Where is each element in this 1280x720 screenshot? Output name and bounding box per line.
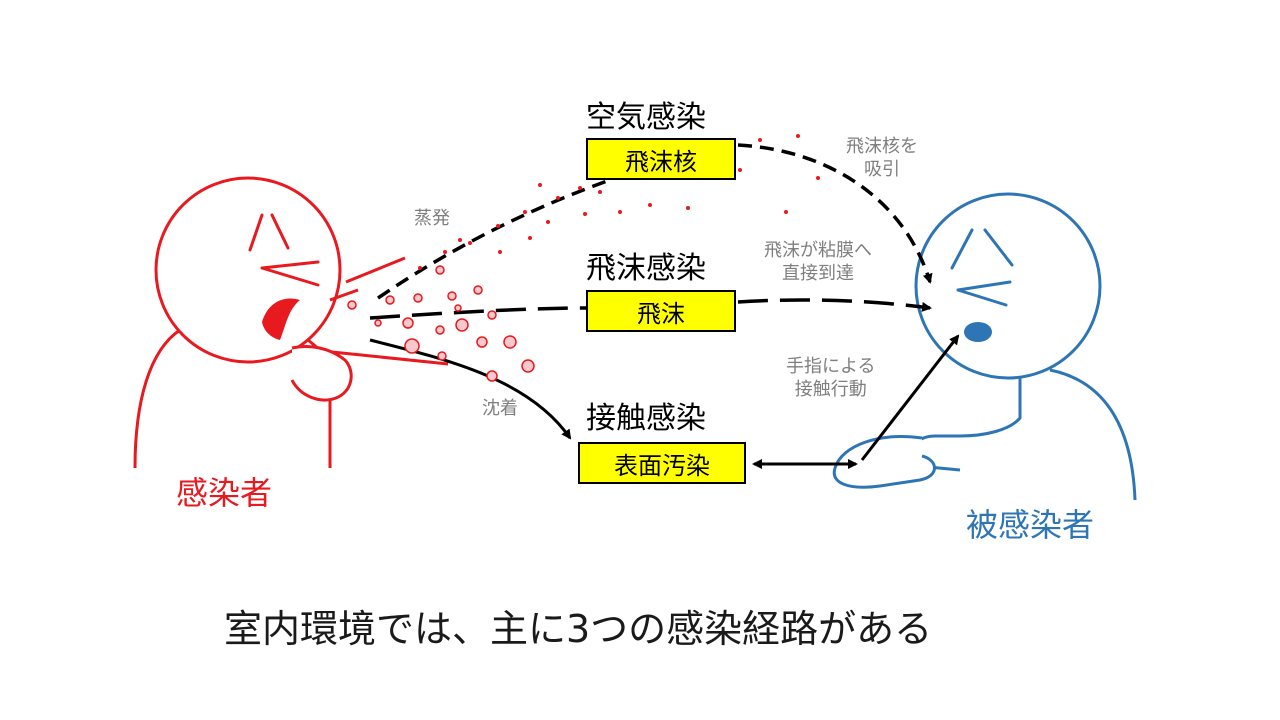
mucosa-note-line2: 直接到達 [782,262,854,284]
mucosa-note-line1: 飛沫が粘膜へ [764,240,872,261]
infector-figure [133,176,449,469]
infectee-mouth [964,322,992,342]
infectee-body [1049,368,1137,501]
droplet-title: 飛沫感染 [586,251,706,286]
contact-title: 接触感染 [586,401,706,436]
hand-note: 手指による 接触行動 [786,356,875,401]
infector-head [154,176,342,364]
hand-to-mouth-arrow [860,334,960,461]
infectee-hand [832,435,936,489]
infectee-label: 被感染者 [966,506,1095,544]
deposition-arrow [369,338,572,440]
infector-eyes [260,260,320,287]
droplet-arrow [737,298,932,312]
infectee-head [914,192,1102,380]
droplet-box: 飛沫 [586,290,736,332]
inhale-note-line2: 吸引 [864,158,900,180]
airborne-box: 飛沫核 [586,138,736,180]
infector-arm [290,345,353,402]
infectee-eyebrows [950,228,1014,270]
deposition-note: 沈着 [482,398,518,419]
infector-sneeze-lines [329,256,449,366]
infector-eyebrows [248,213,290,252]
evaporation-note: 蒸発 [414,208,450,229]
infectee-figure [832,192,1137,501]
hand-note-line2: 接触行動 [794,378,867,400]
slide-caption: 室内環境では、主に3つの感染経路がある [224,607,933,651]
infector-label: 感染者 [176,474,273,512]
mucosa-note: 飛沫が粘膜へ 直接到達 [764,240,872,285]
airborne-inhale-arrow [737,143,933,284]
hand-note-line1: 手指による [786,356,876,377]
droplet-route-line [369,306,587,320]
droplet-nuclei-dots [418,134,820,270]
airborne-title: 空気感染 [586,100,706,135]
inhale-note-line1: 飛沫核を [846,136,918,157]
droplet-particles [347,265,535,382]
infector-mouth [262,298,300,340]
infectee-arm [910,376,1022,472]
airborne-route-line [377,178,611,300]
contact-box: 表面汚染 [578,442,746,484]
inhale-note: 飛沫核を 吸引 [846,136,918,181]
infectee-eyes [956,280,1012,307]
